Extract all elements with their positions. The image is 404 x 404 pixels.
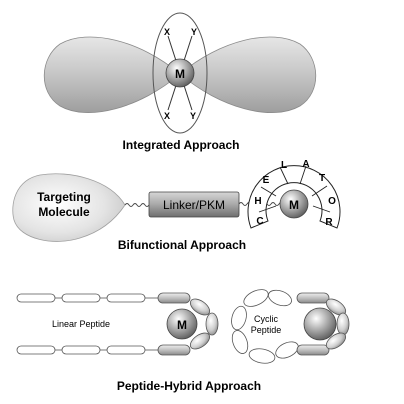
chelator-dividers — [258, 165, 331, 213]
cyclic-metal-complex — [296, 292, 350, 356]
coordination-ring — [152, 12, 208, 134]
chelator-letter-o: O — [328, 196, 336, 207]
cyclic-peptide-ring — [231, 289, 299, 364]
targeting-label-line2: Molecule — [38, 205, 90, 219]
linear-metal-label: M — [177, 318, 187, 332]
chelator-letter-a: A — [302, 159, 309, 170]
cyclic-metal-ball — [303, 307, 337, 341]
chelator-letter-l: L — [281, 160, 287, 171]
chelator-letter-h: H — [254, 196, 261, 207]
ligand-y-bottom: Y — [190, 111, 196, 121]
targeting-molecule-shape — [12, 173, 126, 242]
chelator-letter-t: T — [319, 173, 325, 184]
linear-peptide-top-chain — [16, 293, 158, 303]
integrated-approach: M X Y X Y Integrated Approach — [43, 12, 317, 152]
bifunctional-metal-label: M — [289, 198, 299, 212]
linear-peptide-label: Linear Peptide — [52, 319, 110, 329]
linker-box — [148, 191, 240, 218]
ligand-y-top: Y — [191, 27, 197, 37]
linear-peptide-bottom-chain — [16, 345, 158, 355]
linear-metal-complex: M — [157, 292, 219, 356]
wavy-connector-left — [124, 203, 150, 207]
metal-ball — [165, 58, 195, 88]
metal-label: M — [175, 67, 185, 81]
right-lobe — [179, 36, 317, 113]
cyclic-peptide-label-line1: Cyclic — [254, 314, 278, 324]
bifunctional-approach: Targeting Molecule Linker/PKM C H E L A … — [12, 159, 341, 252]
cyclic-peptide-label-line2: Peptide — [251, 325, 282, 335]
peptide-hybrid-caption: Peptide-Hybrid Approach — [117, 379, 261, 393]
chelator-letter-c: C — [256, 216, 263, 227]
bifunctional-caption: Bifunctional Approach — [118, 238, 246, 252]
chelator-letter-r: R — [325, 217, 333, 228]
ligand-x-bottom: X — [164, 111, 170, 121]
chelator-letters: C H E L A T O R — [254, 159, 336, 228]
integrated-caption: Integrated Approach — [123, 138, 240, 152]
linker-label: Linker/PKM — [163, 198, 225, 212]
chelator-letter-e: E — [263, 175, 270, 186]
bifunctional-metal-ball — [279, 189, 309, 219]
ligand-x-top: X — [164, 27, 170, 37]
targeting-label-line1: Targeting — [37, 190, 91, 204]
chelator-arch — [247, 165, 341, 229]
left-lobe — [43, 36, 181, 113]
linear-metal-ball — [166, 308, 198, 340]
peptide-hybrid-approach: Linear Peptide M Cyclic Peptide — [16, 289, 350, 393]
